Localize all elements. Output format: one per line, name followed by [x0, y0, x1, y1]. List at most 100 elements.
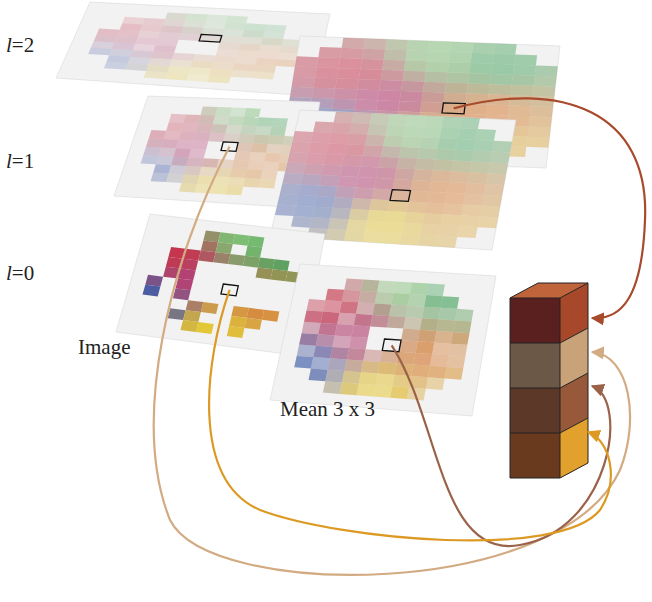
pyramid-cell	[360, 156, 381, 168]
pyramid-cell	[314, 78, 338, 89]
pyramid-cell	[298, 185, 319, 197]
pyramid-cell	[161, 139, 179, 148]
pyramid-cell	[285, 163, 306, 175]
pyramid-cell	[472, 43, 495, 54]
pyramid-cell	[169, 165, 187, 174]
pyramid-cell	[395, 168, 416, 180]
pyramid-cell	[163, 19, 186, 27]
pyramid-cell	[263, 31, 285, 39]
pyramid-cell	[144, 71, 168, 79]
pyramid-cell	[449, 344, 468, 357]
pyramid-cell	[143, 18, 166, 26]
pyramid-cell	[153, 45, 176, 53]
pyramid-cell	[186, 158, 204, 167]
pyramid-cell	[314, 196, 335, 208]
pyramid-cell	[181, 175, 199, 184]
feature-arrow	[209, 290, 611, 541]
pyramid-cell	[244, 23, 266, 31]
pyramid-cell	[319, 175, 340, 187]
pyramid-cell	[378, 90, 401, 101]
pyramid-cell	[362, 49, 385, 60]
pyramid-cell	[216, 49, 239, 57]
pyramid-cell	[433, 160, 453, 172]
pyramid-cell	[492, 54, 515, 65]
pyramid-cell	[290, 87, 314, 98]
pyramid-cell	[259, 179, 276, 189]
cube-front	[510, 298, 560, 343]
pyramid-cell	[238, 43, 260, 51]
pyramid-cell	[374, 178, 395, 190]
pyramid-cell	[357, 384, 376, 397]
pyramid-cell	[403, 317, 422, 330]
pyramid-cell	[112, 43, 135, 51]
pyramid-cell	[231, 70, 254, 78]
pyramid-cell	[388, 200, 409, 212]
pyramid-cell	[399, 147, 419, 159]
pyramid-cell	[383, 222, 404, 234]
pyramid-cell	[383, 135, 403, 147]
pyramid-cell	[206, 15, 228, 23]
pyramid-cell	[491, 64, 514, 75]
pyramid-cell	[244, 108, 261, 117]
pyramid-cell	[232, 160, 249, 169]
pyramid-cell	[407, 40, 430, 51]
pyramid-cell	[426, 377, 445, 390]
pyramid-cell	[418, 235, 439, 247]
pyramid-cell	[342, 38, 365, 49]
pyramid-cell	[193, 132, 210, 141]
pyramid-cell	[169, 114, 186, 123]
pyramid-cell	[342, 290, 361, 303]
pyramid-cell	[440, 127, 460, 139]
pyramid-cell	[296, 195, 317, 207]
pyramid-cell	[209, 69, 232, 77]
pyramid-cell	[406, 201, 427, 213]
pyramid-cell	[460, 118, 480, 130]
pyramid-cell	[367, 124, 387, 135]
pyramid-cell	[261, 170, 278, 180]
pyramid-cell	[252, 71, 275, 79]
pyramid-cell	[337, 176, 358, 188]
pyramid-cell	[367, 210, 388, 222]
pyramid-cell	[120, 23, 143, 31]
pyramid-cell	[430, 354, 449, 367]
pyramid-cell	[290, 142, 311, 153]
pyramid-cell	[416, 341, 435, 354]
pyramid-cell	[445, 367, 464, 380]
pyramid-cell	[125, 63, 149, 71]
pyramid-cell	[331, 122, 351, 134]
pyramid-cell	[178, 269, 196, 281]
pyramid-cell	[257, 117, 274, 126]
pyramid-cell	[392, 179, 413, 191]
pyramid-cell	[363, 349, 382, 362]
pyramid-cell	[370, 315, 389, 328]
pyramid-cell	[213, 252, 230, 264]
pyramid-cell	[399, 340, 418, 353]
pyramid-cell	[443, 93, 466, 104]
pyramid-cell	[437, 236, 458, 248]
pyramid-cell	[388, 114, 408, 126]
pyramid-cell	[212, 62, 235, 70]
pyramid-cell	[339, 58, 362, 69]
pyramid-cell	[255, 58, 278, 66]
pyramid-cell	[302, 322, 321, 335]
pyramid-cell	[420, 318, 439, 331]
plane	[56, 2, 330, 96]
feature-arrows	[154, 98, 645, 575]
pyramid-cell	[258, 258, 275, 270]
pyramid-cell	[216, 242, 233, 254]
pyramid-cell	[463, 194, 483, 206]
feature-arrow	[454, 98, 646, 318]
pyramid-cell	[447, 355, 466, 368]
pyramid-cell	[330, 347, 349, 360]
pyramid-cell	[351, 198, 372, 210]
pyramid-cell	[312, 207, 333, 219]
pyramid-cell	[174, 148, 192, 157]
pyramid-cell	[266, 144, 283, 154]
pyramid-cell	[468, 73, 491, 84]
pyramid-cell	[439, 225, 460, 237]
pyramid-cell	[186, 74, 209, 82]
pyramid-cell	[247, 161, 264, 171]
pyramid-cell	[201, 158, 218, 167]
pyramid-cell	[143, 147, 161, 156]
pyramid-cell	[385, 39, 408, 50]
